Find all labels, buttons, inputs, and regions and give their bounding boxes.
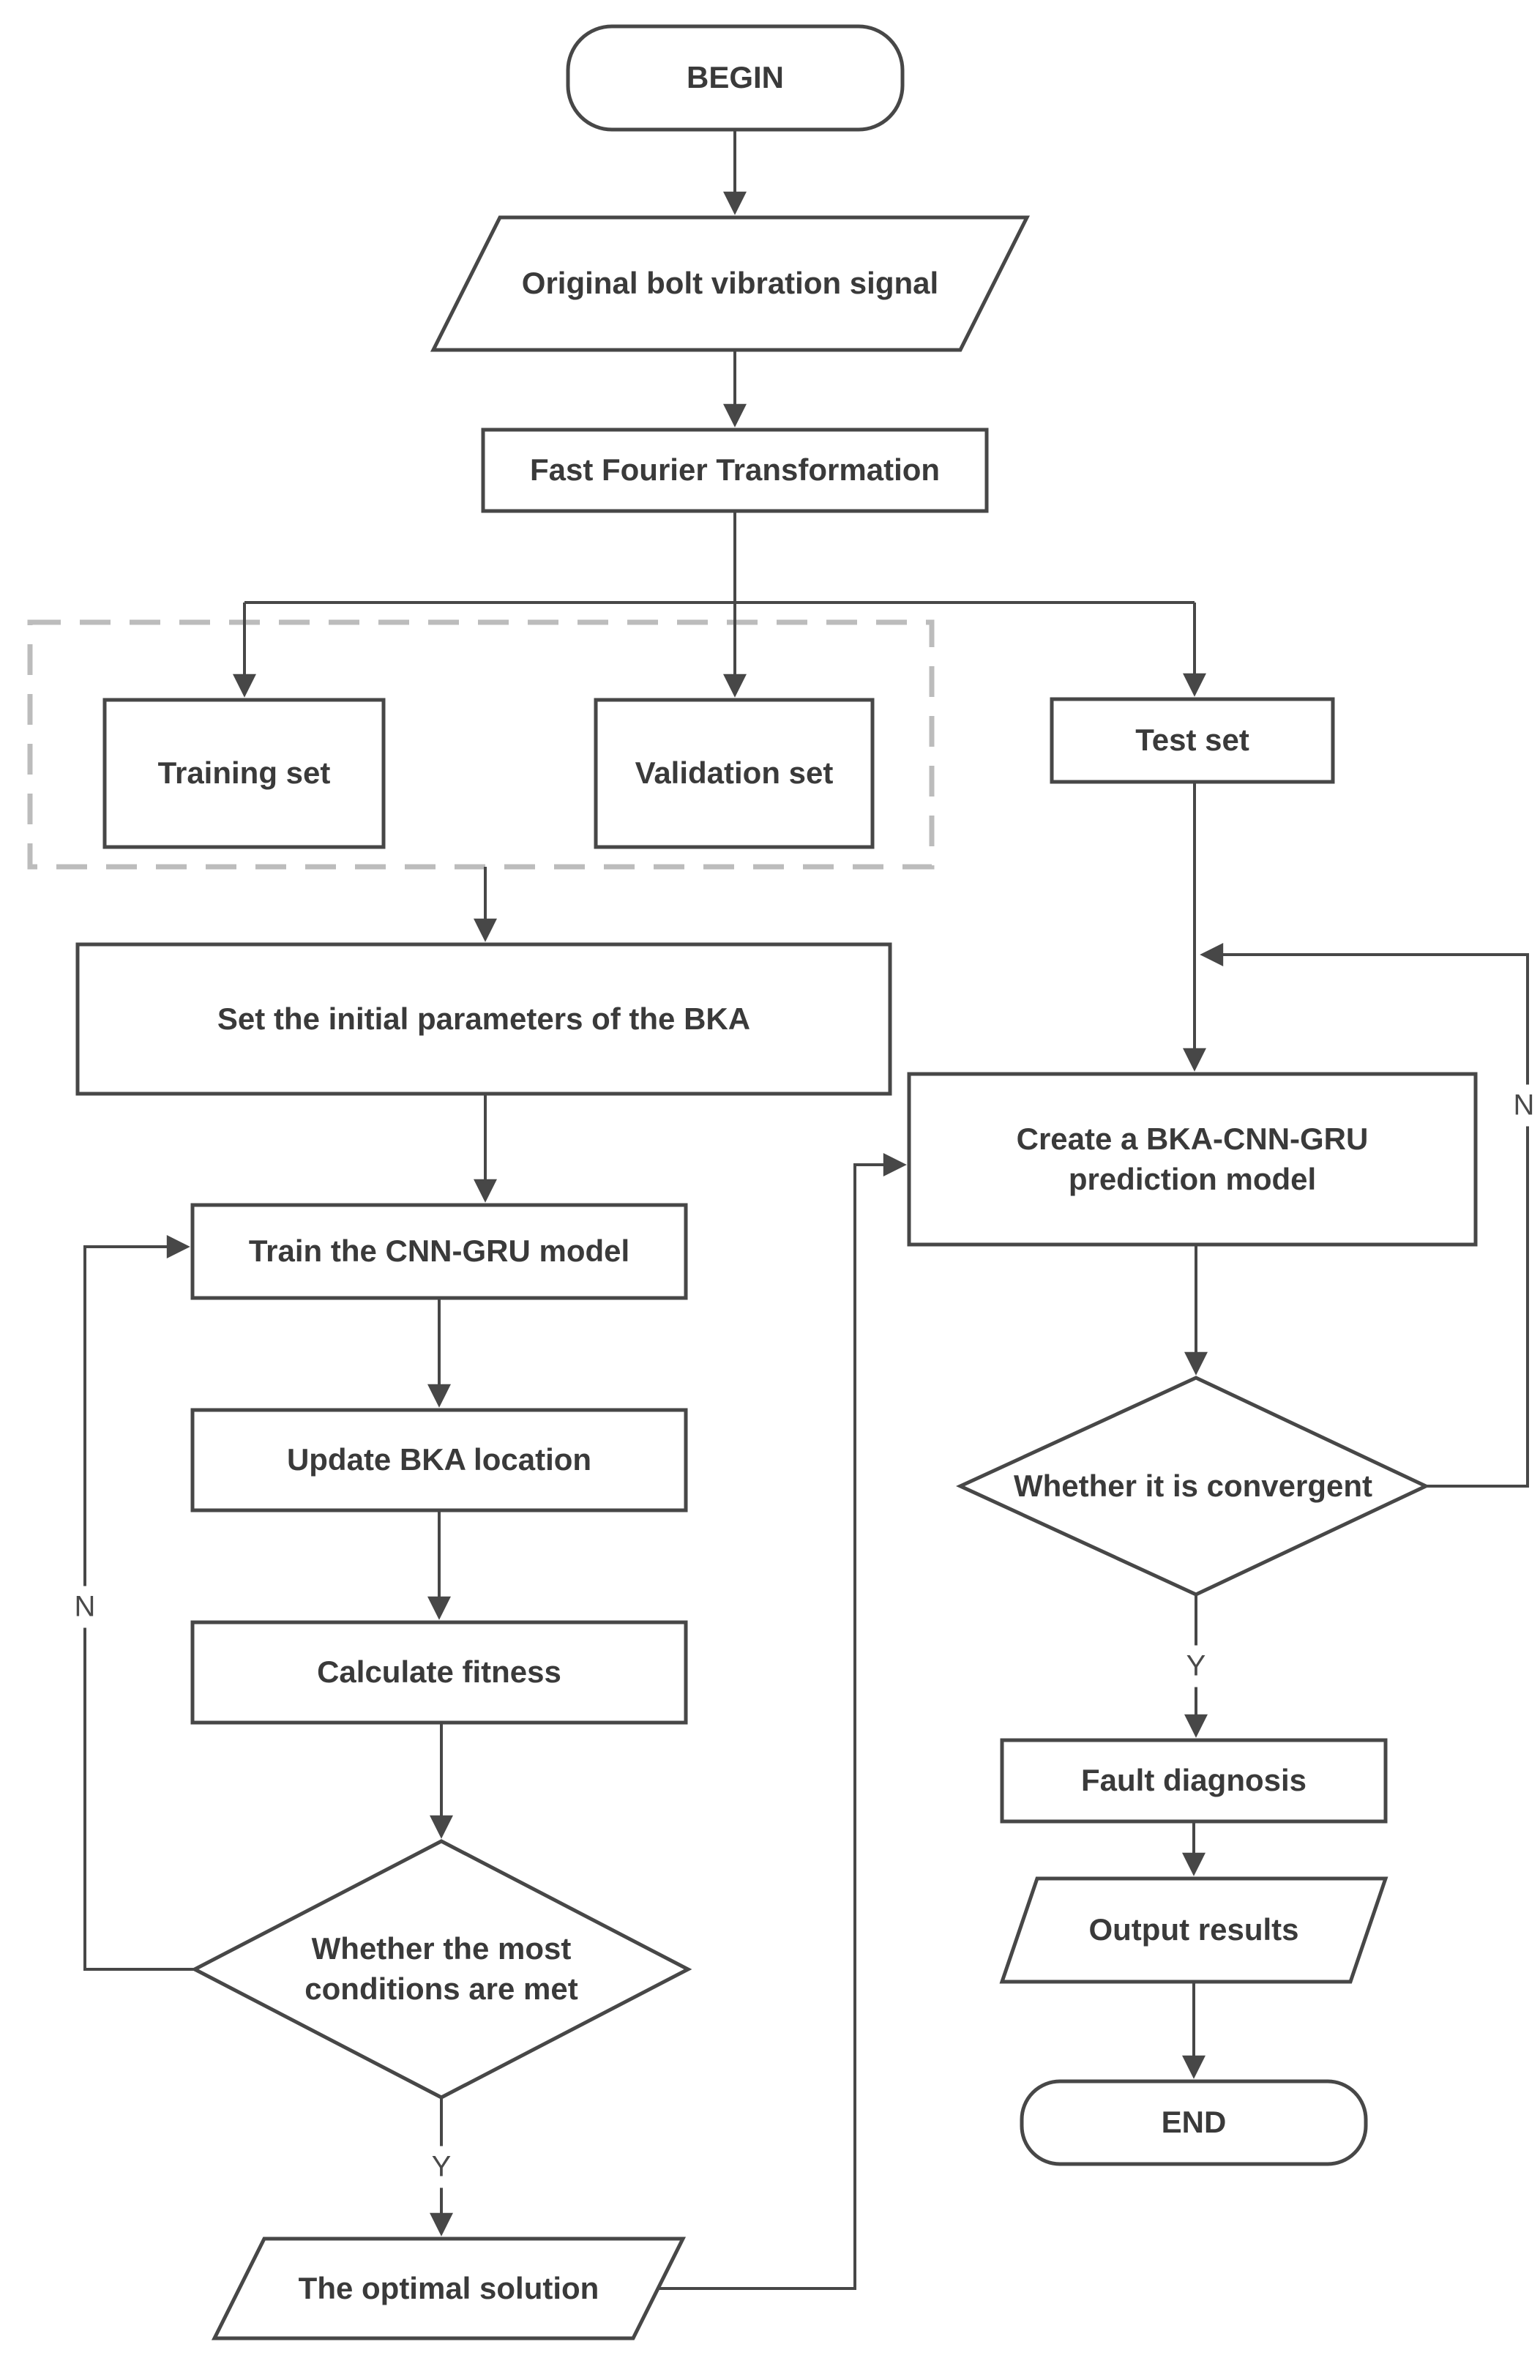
- fault-diagnosis-shape: [1000, 1738, 1388, 1824]
- end-terminator-shape: [1020, 2079, 1368, 2166]
- dataset-group-dashed-box: [27, 619, 935, 870]
- training-set-shape: [102, 698, 386, 849]
- convergent-diamond-shape: [956, 1376, 1430, 1597]
- connector-optimal-to-create: [658, 1153, 907, 2290]
- calculate-fitness-shape: [190, 1620, 688, 1725]
- connector-conditions-no-loop-to-train: [83, 1235, 195, 1971]
- train-model-shape: [190, 1203, 688, 1300]
- test-set-shape: [1050, 697, 1335, 784]
- output-results-parallelogram-shape: [999, 1876, 1388, 1984]
- set-initial-params-shape: [75, 942, 892, 1096]
- connector-convergent-no-loop: [1200, 943, 1529, 1488]
- optimal-solution-parallelogram-shape: [211, 2237, 687, 2340]
- conditions-met-diamond-shape: [190, 1839, 692, 2100]
- begin-terminator-shape: [566, 24, 905, 132]
- create-model-shape: [907, 1072, 1478, 1247]
- update-location-shape: [190, 1408, 688, 1512]
- fft-process-shape: [481, 428, 989, 513]
- original-signal-parallelogram-shape: [430, 215, 1031, 352]
- validation-set-shape: [594, 698, 875, 849]
